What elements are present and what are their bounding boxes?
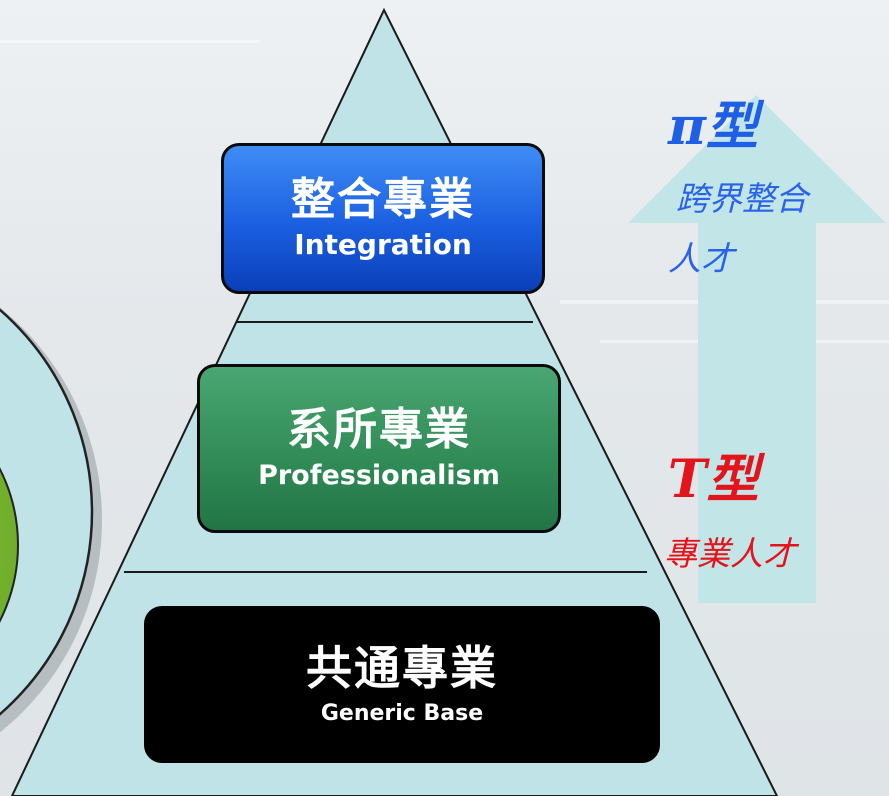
professionalism-subtitle: Professionalism bbox=[258, 459, 500, 491]
pi-type-desc-line2: 人才 bbox=[668, 239, 734, 278]
integration-box: 整合專業 Integration bbox=[221, 143, 545, 294]
professionalism-box: 系所專業 Professionalism bbox=[197, 364, 561, 533]
pi-type-desc-line1: 跨界整合 bbox=[676, 179, 808, 218]
pi-type-label: π型 bbox=[668, 96, 759, 157]
left-circle bbox=[0, 307, 102, 733]
generic-base-subtitle: Generic Base bbox=[320, 700, 484, 726]
integration-subtitle: Integration bbox=[294, 228, 472, 261]
generic-base-box: 共通專業 Generic Base bbox=[144, 606, 660, 763]
up-arrow bbox=[628, 95, 886, 603]
t-type-desc: 專業人才 bbox=[664, 534, 796, 573]
left-circle-inner bbox=[0, 467, 19, 623]
professionalism-title: 系所專業 bbox=[287, 404, 471, 455]
t-type-label: T型 bbox=[668, 449, 759, 510]
integration-title: 整合專業 bbox=[291, 174, 475, 226]
left-circle-outer bbox=[0, 308, 94, 716]
generic-base-title: 共通專業 bbox=[306, 640, 498, 695]
background-streak bbox=[0, 40, 260, 43]
